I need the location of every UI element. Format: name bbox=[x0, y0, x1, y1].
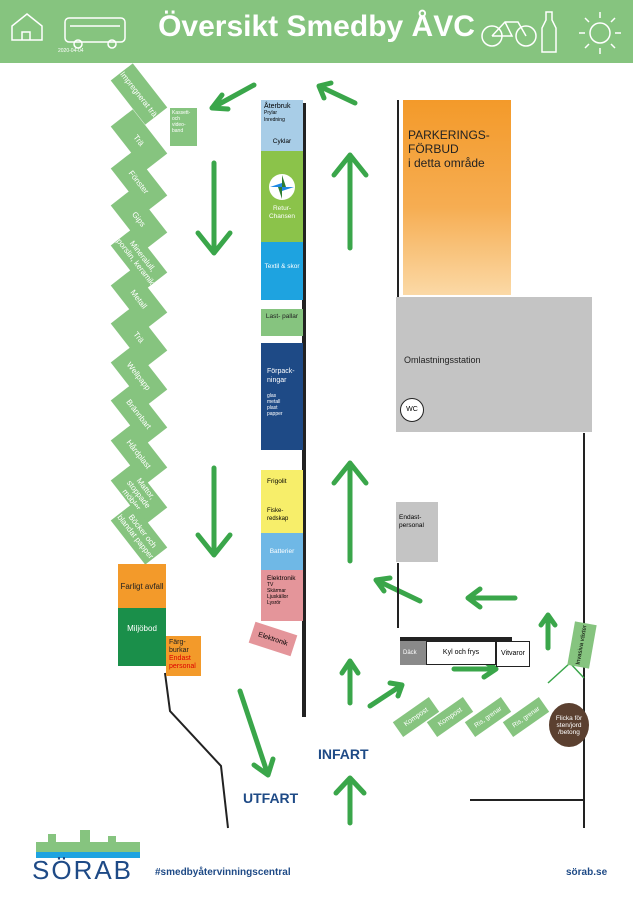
endast-personal: Endast- personal bbox=[396, 502, 438, 562]
textil-skor: Textil & skor bbox=[261, 242, 303, 300]
aterbruk-item: Prylar bbox=[264, 110, 278, 116]
fiskeredskap: Fiske- redskap bbox=[261, 500, 303, 533]
arrow-utfart bbox=[237, 688, 276, 778]
returchansen-label: Retur- Chansen bbox=[268, 205, 296, 220]
elektronik: Elektronik TV Skärmar Ljuskällor Lysrör bbox=[261, 570, 303, 621]
kyl-och-frys: Kyl och frys bbox=[426, 641, 496, 665]
footer-logo-text: SÖRAB bbox=[32, 855, 134, 885]
elektronik-item: Skärmar bbox=[267, 588, 286, 594]
arrow-nw-2 bbox=[316, 80, 358, 106]
header-icons bbox=[11, 11, 621, 54]
forpackningar-item: metall bbox=[267, 399, 281, 405]
omlastningsstation bbox=[396, 297, 592, 432]
fargburkar-note: Endast personal bbox=[169, 655, 196, 670]
map-arrows bbox=[164, 80, 585, 829]
parking-text: PARKERINGS- FÖRBUD i detta område bbox=[408, 128, 508, 170]
utfart-label: UTFART bbox=[243, 790, 299, 806]
arrow-down-1 bbox=[195, 160, 233, 256]
fargburkar-label: Färg- burkar bbox=[169, 639, 189, 654]
omlast-label: Omlastningsstation bbox=[404, 355, 481, 365]
arrow-up-infart bbox=[333, 775, 367, 826]
miljobod: Miljöbod bbox=[118, 608, 166, 666]
parking-line2: FÖRBUD bbox=[408, 142, 459, 156]
flicka-sten-jord: Flicka för sten/jord /betong bbox=[549, 703, 589, 747]
forpackningar: Förpack- ningar glas metall plast papper bbox=[261, 343, 303, 450]
arrow-nw bbox=[209, 82, 257, 112]
elektronik-item: Ljuskällor bbox=[267, 594, 289, 600]
elektronik-title: Elektronik bbox=[267, 575, 296, 582]
arrow-up-2 bbox=[331, 460, 369, 564]
aterbruk-item: Inredning bbox=[264, 117, 285, 123]
aterbruk-title: Återbruk bbox=[264, 103, 291, 110]
frigolit: Frigolit bbox=[261, 470, 303, 500]
batterier: Batterier bbox=[261, 533, 303, 570]
elektronik-item: TV bbox=[267, 582, 274, 588]
bicycle-icon bbox=[481, 21, 537, 47]
footer-site-link[interactable]: sörab.se bbox=[566, 867, 608, 878]
dack: Däck bbox=[400, 641, 426, 665]
arrow-down-2 bbox=[195, 465, 233, 558]
arrow-ne bbox=[367, 680, 405, 709]
bus-icon bbox=[64, 17, 126, 49]
aterbruk: Återbruk Prylar Inredning bbox=[261, 100, 303, 133]
footer-hashtag[interactable]: #smedbyåtervinningscentral bbox=[155, 867, 291, 878]
header-date: 2020-04-04 bbox=[58, 48, 84, 54]
bottle-icon bbox=[541, 11, 557, 53]
sun-icon bbox=[579, 12, 621, 54]
header-banner bbox=[0, 0, 633, 63]
vitvaror: Vitvaror bbox=[496, 641, 530, 667]
parking-line1: PARKERINGS- bbox=[408, 128, 490, 142]
forpackningar-item: plast bbox=[267, 405, 278, 411]
returchansen-logo-icon bbox=[269, 174, 295, 200]
parking-zone bbox=[403, 100, 511, 295]
farligt-avfall: Farligt avfall bbox=[118, 564, 166, 608]
cyklar: Cyklar bbox=[261, 133, 303, 151]
forpackningar-item: papper bbox=[267, 411, 283, 417]
bin-kassett: Kassett- och video- band bbox=[170, 108, 197, 146]
forpackningar-item: glas bbox=[267, 393, 277, 399]
fargburkar: Färg- burkar Endast personal bbox=[166, 636, 201, 676]
center-wall bbox=[302, 103, 306, 717]
page-title: Översikt Smedby ÅVC bbox=[158, 10, 475, 43]
sorab-logo-icon bbox=[36, 830, 140, 858]
wc-icon: WC bbox=[400, 398, 424, 422]
returchansen: Retur- Chansen bbox=[261, 151, 303, 242]
house-icon bbox=[11, 13, 43, 41]
arrow-up-4 bbox=[538, 612, 558, 651]
arrow-up-3 bbox=[339, 658, 361, 706]
arrow-up-1 bbox=[331, 152, 369, 251]
tire-row-bar bbox=[400, 637, 512, 641]
arrow-left-1 bbox=[465, 586, 518, 610]
forpackningar-title: Förpack- ningar bbox=[267, 368, 295, 384]
parking-line3: i detta område bbox=[408, 156, 485, 170]
lastpallar: Last- pallar bbox=[261, 309, 303, 336]
infart-label: INFART bbox=[318, 746, 369, 762]
elektronik-item: Lysrör bbox=[267, 600, 281, 606]
